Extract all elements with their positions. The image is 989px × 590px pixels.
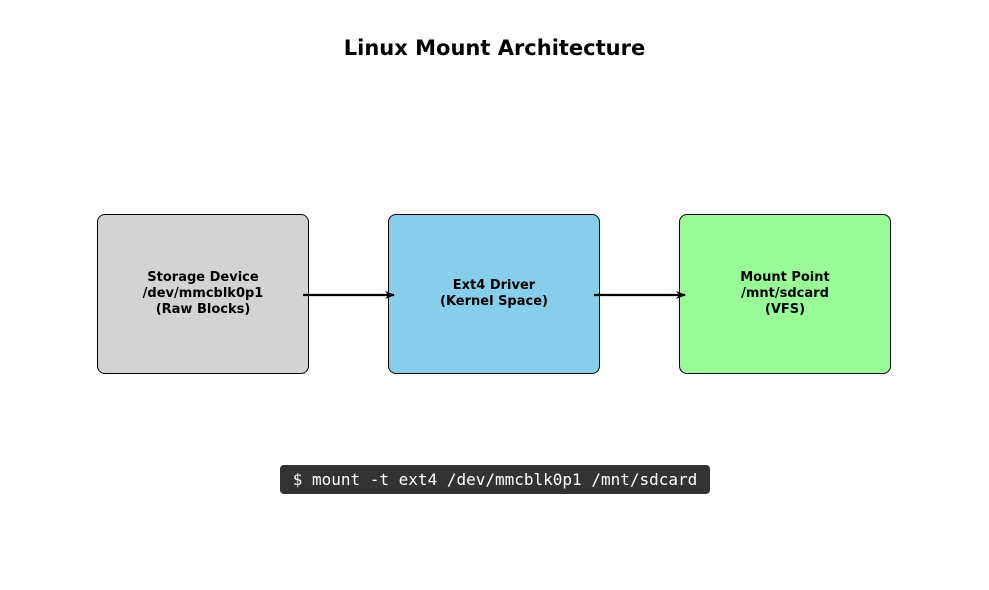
mount-point-path: /mnt/sdcard bbox=[741, 286, 829, 301]
storage-device-path: /dev/mmcblk0p1 bbox=[142, 286, 264, 301]
storage-device-label: Storage Device bbox=[147, 270, 259, 285]
mount-point-node: Mount Point /mnt/sdcard (VFS) bbox=[679, 214, 891, 374]
storage-device-node: Storage Device /dev/mmcblk0p1 (Raw Block… bbox=[97, 214, 309, 374]
mount-command: $ mount -t ext4 /dev/mmcblk0p1 /mnt/sdca… bbox=[280, 465, 710, 494]
mount-point-note: (VFS) bbox=[764, 302, 806, 317]
ext4-driver-label: Ext4 Driver bbox=[452, 278, 536, 293]
ext4-driver-node: Ext4 Driver (Kernel Space) bbox=[388, 214, 600, 374]
ext4-driver-note: (Kernel Space) bbox=[440, 294, 548, 309]
diagram-title: Linux Mount Architecture bbox=[343, 36, 646, 60]
storage-device-note: (Raw Blocks) bbox=[155, 302, 251, 317]
mount-point-label: Mount Point bbox=[740, 270, 830, 285]
